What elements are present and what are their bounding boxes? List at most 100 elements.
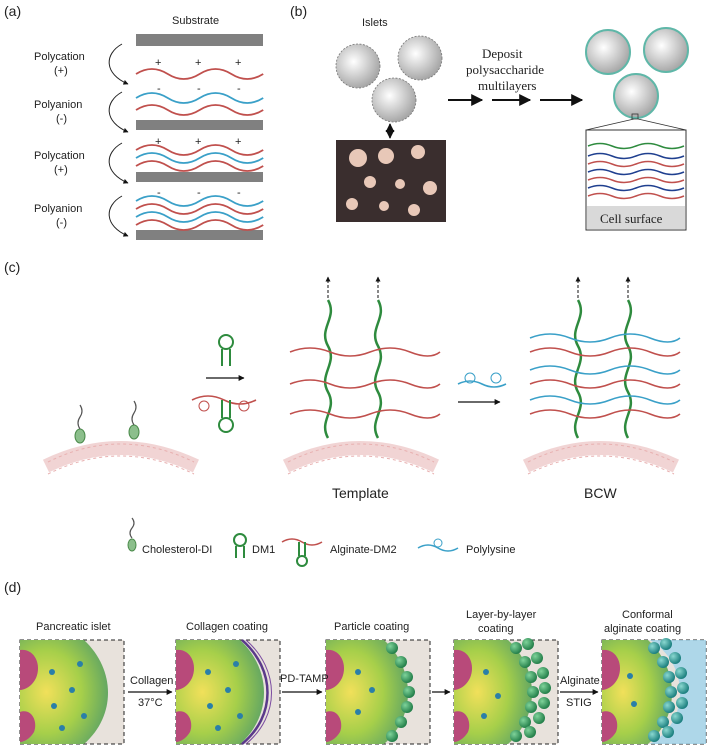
plus-sign: + — [235, 136, 241, 148]
stage-label-4a: Layer-by-layer — [466, 609, 537, 621]
substrate-bar — [136, 34, 263, 46]
step-4-top: Alginate — [560, 675, 600, 687]
alginate-legend-icon — [296, 555, 308, 567]
legend-alginate: Alginate-DM2 — [330, 544, 397, 556]
dm1-legend-icon — [233, 533, 247, 547]
panel-c-label: (c) — [4, 259, 20, 275]
legend-dm1: DM1 — [252, 544, 275, 556]
islets-label: Islets — [362, 17, 388, 29]
coated-islet — [613, 73, 659, 119]
micrograph-islet — [395, 179, 405, 189]
deposit-text-3: multilayers — [478, 78, 537, 93]
template-label: Template — [332, 485, 389, 501]
cell-surface-bar — [587, 206, 685, 229]
plus-sign: + — [195, 57, 201, 69]
stage-1 — [19, 639, 125, 745]
plus-sign: + — [195, 136, 201, 148]
dm1-legend-icon — [235, 546, 245, 558]
stage-4 — [453, 638, 559, 745]
cholesterol-tail — [77, 404, 83, 430]
polycation-strand — [135, 219, 264, 231]
plus-sign: + — [155, 136, 161, 148]
bcw-label: BCW — [584, 485, 617, 501]
minus-sign: - — [197, 83, 201, 95]
coated-islet — [643, 27, 689, 73]
minus-sign: - — [197, 187, 201, 199]
stage-label-5b: alginate coating — [604, 623, 681, 635]
layer-charge-4: (-) — [56, 217, 67, 229]
minus-sign: - — [237, 187, 241, 199]
plus-sign: + — [235, 57, 241, 69]
zoom-box — [631, 113, 639, 120]
legend-cholesterol: Cholesterol-DI — [142, 544, 212, 556]
polyanion-strand — [135, 211, 264, 223]
alginate-legend-icon — [281, 538, 323, 546]
negative-charge — [238, 400, 250, 412]
curved-arrow — [108, 142, 129, 184]
curved-arrow — [108, 195, 129, 237]
substrate-label: Substrate — [172, 15, 219, 27]
micrograph-islet — [411, 145, 425, 159]
minus-sign: - — [157, 83, 161, 95]
stage-label-1: Pancreatic islet — [36, 621, 111, 633]
cell-surface-label: Cell surface — [600, 211, 663, 226]
cholesterol-legend-icon — [127, 538, 137, 552]
step-2-top: PD-TAMP — [280, 673, 329, 685]
islet-cluster — [397, 35, 443, 81]
cholesterol-tail — [131, 400, 137, 426]
islet-cluster — [371, 77, 417, 123]
polycation-strand — [135, 104, 264, 116]
micrograph-islet — [378, 148, 394, 164]
polycation-strand — [135, 160, 264, 172]
layer-label-1: Polycation — [34, 51, 85, 63]
polyanion-strand — [135, 92, 264, 104]
inset-strand — [587, 192, 685, 200]
panel-b: (b) Islets Deposit polysaccharide multil… — [290, 3, 689, 231]
polyanion-strand — [135, 152, 264, 164]
dm1-stem — [221, 349, 231, 366]
stage-label-2: Collagen coating — [186, 621, 268, 633]
positive-charge — [464, 372, 476, 384]
layer-label-2: Polyanion — [34, 99, 82, 111]
alginate-legend-icon — [298, 542, 306, 556]
panel-a: (a) Substrate + + + - - - + + + - - - Po — [4, 3, 264, 240]
template-assembly — [282, 299, 441, 475]
alginate-strand — [191, 395, 257, 405]
positive-charge — [490, 372, 502, 384]
polylysine-legend-icon — [417, 544, 459, 552]
dm2-hairpin — [218, 417, 234, 433]
minus-sign: - — [157, 187, 161, 199]
polycation-strand — [135, 203, 264, 215]
layer-charge-2: (-) — [56, 113, 67, 125]
stage-label-3: Particle coating — [334, 621, 409, 633]
cholesterol-anchor — [74, 428, 86, 444]
inset-strand — [587, 160, 685, 168]
polylysine-legend-icon — [433, 538, 443, 548]
layer-charge-3: (+) — [54, 164, 68, 176]
stage-3 — [325, 639, 431, 745]
membrane-1 — [42, 441, 199, 475]
coated-islet — [585, 29, 631, 75]
stage-label-5a: Conformal — [622, 609, 673, 621]
layer-label-4: Polyanion — [34, 203, 82, 215]
panel-a-label: (a) — [4, 3, 21, 19]
polycation-strand — [135, 68, 264, 80]
panel-d: (d) Pancreatic islet Collagen coating Pa… — [4, 579, 707, 745]
micrograph-islet — [349, 149, 367, 167]
layer-charge-1: (+) — [54, 65, 68, 77]
step-1-top: Collagen — [130, 675, 173, 687]
inset-strand — [587, 142, 685, 150]
stage-5 — [601, 638, 707, 745]
substrate-bar — [136, 120, 263, 130]
stage-label-4b: coating — [478, 623, 513, 635]
substrate-bar — [136, 230, 263, 240]
micrograph-islet — [408, 204, 420, 216]
inset-strand — [587, 152, 685, 160]
polylysine-strand — [457, 380, 507, 388]
curved-arrow — [108, 43, 129, 85]
polyanion-strand — [135, 195, 264, 207]
micrograph-islet — [346, 198, 358, 210]
legend: Cholesterol-DI DM1 Alginate-DM2 Polylysi… — [127, 517, 516, 567]
legend-polylysine: Polylysine — [466, 544, 516, 556]
deposit-text-2: polysaccharide — [466, 62, 544, 77]
